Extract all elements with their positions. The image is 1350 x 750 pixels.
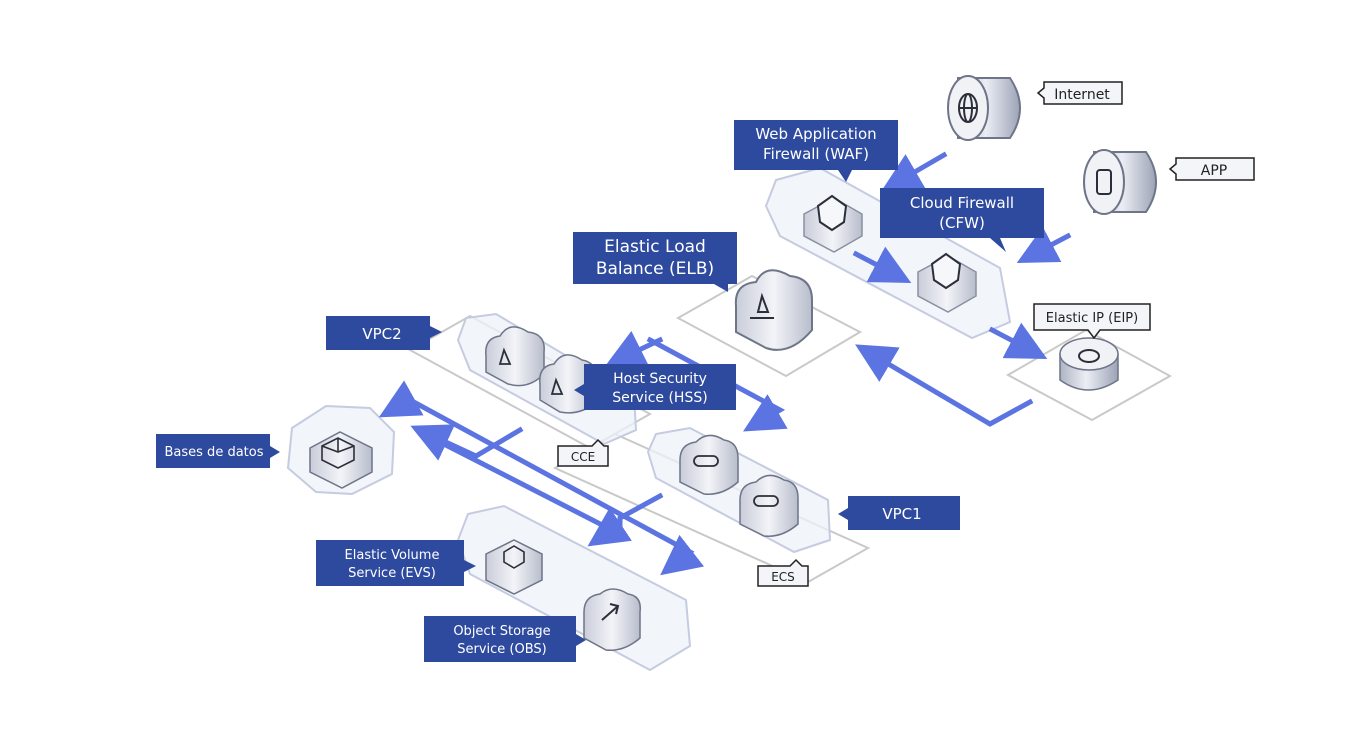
arrow-eip-to-elb bbox=[855, 344, 1034, 427]
eip-node bbox=[1059, 337, 1119, 391]
evs-label-line2: Service (EVS) bbox=[348, 566, 436, 581]
cce-plate bbox=[407, 314, 653, 450]
arrow-app-to-cfw bbox=[1016, 226, 1072, 263]
evs-node bbox=[485, 539, 543, 595]
server-icon bbox=[693, 455, 719, 467]
app-label: APP bbox=[1201, 163, 1227, 179]
container-icon bbox=[550, 377, 564, 395]
arrow-internet-to-waf bbox=[881, 151, 948, 192]
arrow-waf-to-cfw bbox=[852, 246, 912, 283]
cfw-label-line2: (CFW) bbox=[939, 214, 985, 232]
obs-node bbox=[583, 588, 641, 651]
globe-icon bbox=[958, 93, 978, 123]
ecs-server-2 bbox=[739, 474, 799, 537]
elb-node bbox=[734, 269, 813, 351]
arrow-db-to-storage bbox=[432, 436, 632, 547]
vpc1-label: VPC1 bbox=[882, 505, 921, 523]
label-eip: Elastic IP (EIP) bbox=[1033, 303, 1151, 340]
label-internet: Internet bbox=[1036, 81, 1123, 105]
cfw-label-line1: Cloud Firewall bbox=[910, 194, 1014, 212]
shield-icon bbox=[816, 194, 848, 232]
eip-label: Elastic IP (EIP) bbox=[1046, 311, 1138, 326]
cce-label: CCE bbox=[571, 450, 595, 464]
obs-label-line2: Service (OBS) bbox=[457, 642, 547, 657]
arrow-elb-to-cce bbox=[604, 330, 664, 367]
waf-block bbox=[803, 194, 863, 253]
phone-icon bbox=[1096, 169, 1112, 195]
db-label: Bases de datos bbox=[165, 445, 264, 460]
load-balancer-icon bbox=[750, 292, 774, 319]
internet-node bbox=[947, 75, 1021, 141]
label-app: APP bbox=[1168, 157, 1255, 181]
upload-arrow-icon bbox=[601, 603, 620, 621]
database-node bbox=[309, 431, 373, 489]
waf-label-line1: Web Application bbox=[755, 125, 876, 143]
obs-label-line1: Object Storage bbox=[453, 624, 550, 639]
label-vpc2: VPC2 bbox=[326, 316, 442, 350]
vpc2-label: VPC2 bbox=[362, 325, 401, 343]
flow-arrows bbox=[378, 151, 1072, 576]
container-icon bbox=[498, 347, 512, 365]
label-cfw: Cloud Firewall (CFW) bbox=[880, 188, 1044, 252]
ecs-label: ECS bbox=[771, 570, 795, 584]
label-hss: Host Security Service (HSS) bbox=[574, 364, 736, 410]
label-ecs: ECS bbox=[757, 558, 809, 587]
ip-icon bbox=[1078, 349, 1100, 363]
server-icon bbox=[753, 495, 779, 507]
cfw-block bbox=[917, 252, 977, 313]
internet-label: Internet bbox=[1054, 87, 1110, 103]
ecs-zone bbox=[646, 426, 832, 554]
elb-label-line1: Elastic Load bbox=[604, 237, 706, 257]
cce-cloud-1 bbox=[485, 326, 545, 387]
label-vpc1: VPC1 bbox=[838, 496, 960, 530]
waf-label-line2: Firewall (WAF) bbox=[763, 145, 869, 163]
label-waf: Web Application Firewall (WAF) bbox=[734, 120, 898, 182]
label-cce: CCE bbox=[557, 438, 609, 467]
label-evs: Elastic Volume Service (EVS) bbox=[316, 540, 476, 586]
arrow-cfw-to-eip bbox=[988, 322, 1048, 359]
arrow-to-db-1 bbox=[378, 380, 424, 418]
app-node bbox=[1083, 149, 1157, 215]
database-hex-icon bbox=[321, 437, 355, 469]
eip-plate bbox=[1005, 328, 1173, 422]
volume-icon bbox=[503, 545, 525, 569]
label-obs: Object Storage Service (OBS) bbox=[424, 616, 586, 662]
ecs-server-1 bbox=[679, 434, 739, 495]
evs-label-line1: Elastic Volume bbox=[345, 548, 440, 563]
label-elb: Elastic Load Balance (ELB) bbox=[573, 232, 737, 292]
shield-icon bbox=[930, 252, 962, 290]
arrow-ecs-to-storage bbox=[617, 492, 664, 527]
elb-label-line2: Balance (ELB) bbox=[596, 259, 714, 279]
hss-label-line2: Service (HSS) bbox=[612, 390, 707, 406]
arrow-elb-to-ecs bbox=[646, 336, 788, 432]
label-db: Bases de datos bbox=[156, 434, 280, 468]
arrow-cce-to-storage bbox=[406, 396, 705, 576]
hss-label-line1: Host Security bbox=[613, 371, 707, 387]
cce-cloud-2 bbox=[539, 354, 597, 414]
